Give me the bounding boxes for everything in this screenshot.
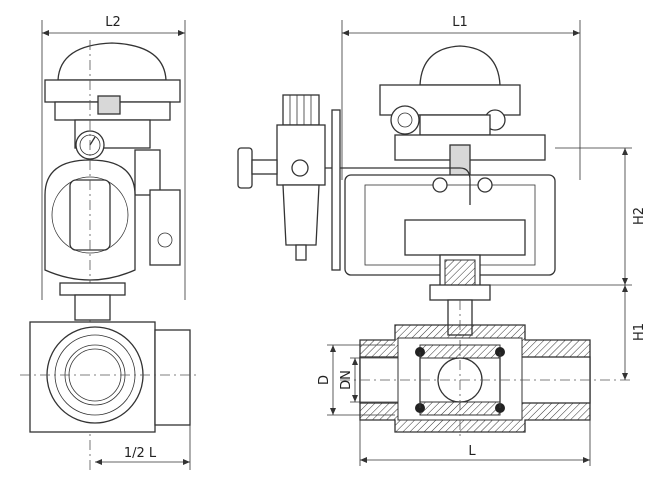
limit-switch-dome — [419, 45, 501, 86]
regulator-knob — [282, 94, 320, 126]
dimension-label-l1: L1 — [452, 15, 468, 30]
dimension-label-d: D — [317, 375, 332, 385]
dimension-label-l2: L2 — [105, 15, 121, 30]
front-view — [237, 20, 632, 466]
dimension-label-h1: H1 — [632, 323, 647, 341]
pressure-gauge-icon — [237, 147, 253, 189]
dimension-label-l: L — [468, 444, 476, 459]
side-view — [20, 20, 200, 470]
dimension-label-dn: DN — [339, 370, 354, 390]
dimension-label-half-l: 1/2 L — [124, 446, 157, 461]
limit-switch-dome — [57, 42, 167, 81]
filter-bowl — [282, 184, 320, 246]
dimension-label-h2: H2 — [632, 207, 647, 225]
